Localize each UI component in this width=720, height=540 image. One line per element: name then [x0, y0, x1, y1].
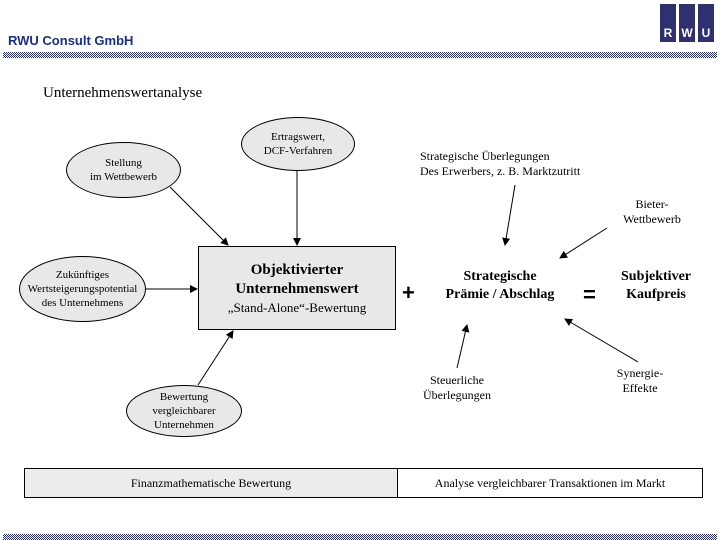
- factor-bieter: Bieter- Wettbewerb: [612, 197, 692, 227]
- ellipse-text: des Unternehmens: [41, 297, 124, 309]
- factor-line: Effekte: [622, 381, 658, 395]
- logo-letter: R: [660, 4, 676, 42]
- factor-strategische: Strategische Überlegungen Des Erwerbers,…: [420, 149, 580, 179]
- method-transaktionen: Analyse vergleichbarer Transaktionen im …: [398, 469, 702, 497]
- ellipse-text: im Wettbewerb: [89, 171, 158, 183]
- ellipse-stellung: Stellung im Wettbewerb: [66, 142, 181, 198]
- kaufpreis-line: Subjektiver: [621, 269, 691, 284]
- logo-letter: W: [679, 4, 695, 42]
- plus-operator: +: [402, 280, 415, 305]
- arrow-bieter: [559, 227, 608, 259]
- factor-line: Wettbewerb: [623, 212, 681, 226]
- ellipse-text: Wertsteigerungspotential: [27, 283, 138, 295]
- kaufpreis-line: Kaufpreis: [626, 287, 686, 302]
- header-divider: [3, 52, 717, 58]
- arrow-stellung: [169, 186, 229, 246]
- factor-line: Steuerliche: [430, 373, 484, 387]
- page-title: Unternehmenswertanalyse: [43, 85, 203, 101]
- factor-line: Überlegungen: [423, 388, 491, 402]
- factor-line: Bieter-: [635, 197, 669, 211]
- subjektiver-kaufpreis: Subjektiver Kaufpreis: [606, 268, 706, 304]
- objektivierter-unternehmenswert-box: Objektivierter Unternehmenswert „Stand-A…: [198, 246, 396, 330]
- method-bar: Finanzmathematische Bewertung Analyse ve…: [24, 468, 703, 498]
- factor-steuerliche: Steuerliche Überlegungen: [412, 373, 502, 403]
- strategische-praemie: Strategische Prämie / Abschlag: [430, 268, 570, 304]
- arrow-bewertung: [197, 330, 234, 386]
- main-box-line3: „Stand-Alone“-Bewertung: [227, 300, 367, 315]
- ellipse-text: Stellung: [105, 157, 142, 169]
- ellipse-text: Unternehmen: [154, 419, 214, 431]
- method-finanzmathematisch: Finanzmathematische Bewertung: [25, 469, 398, 497]
- ellipse-ertragswert: Ertragswert, DCF-Verfahren: [241, 117, 355, 171]
- logo-letter: U: [698, 4, 714, 42]
- ellipse-bewertung: Bewertung vergleichbarer Unternehmen: [126, 385, 242, 437]
- ellipse-text: Zukünftiges: [55, 269, 110, 281]
- factor-synergie: Synergie- Effekte: [600, 366, 680, 396]
- praemie-line: Strategische: [463, 269, 537, 284]
- ellipse-text: vergleichbarer: [152, 405, 216, 417]
- factor-line: Synergie-: [616, 366, 664, 380]
- ellipse-text: Bewertung: [159, 391, 209, 403]
- equals-operator: =: [583, 282, 596, 307]
- factor-line: Des Erwerbers, z. B. Marktzutritt: [420, 164, 581, 178]
- factor-line: Strategische Überlegungen: [420, 149, 550, 163]
- arrow-steuerliche: [456, 324, 470, 369]
- ellipse-text: DCF-Verfahren: [263, 145, 333, 157]
- ellipse-text: Ertragswert,: [270, 131, 326, 143]
- footer-divider: [3, 534, 717, 540]
- arrow-synergie: [564, 318, 639, 363]
- main-box-line1: Objektivierter: [250, 262, 344, 278]
- company-name: RWU Consult GmbH: [8, 33, 134, 48]
- rwu-logo: R W U: [660, 4, 714, 42]
- arrow-strategische: [502, 184, 516, 246]
- ellipse-zukuenftiges: Zukünftiges Wertsteigerungspotential des…: [19, 256, 146, 322]
- praemie-line: Prämie / Abschlag: [445, 287, 555, 302]
- main-box-line2: Unternehmenswert: [235, 281, 359, 297]
